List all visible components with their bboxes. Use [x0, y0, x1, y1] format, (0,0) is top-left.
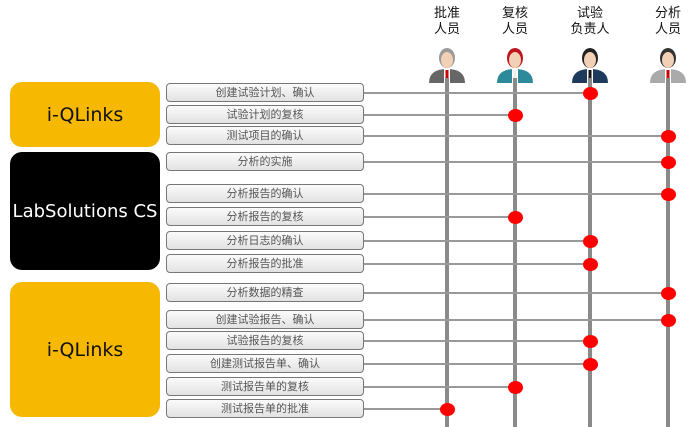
step-marker-dot [583, 358, 598, 371]
system-block-iqlinks-1: i-QLinks [10, 82, 160, 147]
connector-line [364, 92, 590, 94]
step-box: 试验报告的复核 [166, 331, 364, 350]
person-avatar-icon [427, 45, 467, 83]
step-box: 创建试验计划、确认 [166, 83, 364, 102]
person-avatar-icon [570, 45, 610, 83]
connector-line [364, 319, 668, 321]
step-marker-dot [661, 130, 676, 143]
step-box: 分析报告的确认 [166, 184, 364, 203]
role-timeline [513, 78, 517, 427]
role-timeline [666, 78, 670, 427]
step-marker-dot [583, 335, 598, 348]
connector-line [364, 263, 590, 265]
connector-line [364, 408, 447, 410]
step-marker-dot [508, 109, 523, 122]
step-box: 测试报告单的复核 [166, 377, 364, 396]
role-label: 复核人员 [501, 6, 528, 37]
step-marker-dot [508, 211, 523, 224]
role-label: 分析人员 [654, 6, 681, 37]
step-box: 分析报告的复核 [166, 207, 364, 226]
step-marker-dot [661, 287, 676, 300]
step-marker-dot [583, 235, 598, 248]
connector-line [364, 240, 590, 242]
role-timeline [445, 78, 449, 427]
step-box: 分析报告的批准 [166, 254, 364, 273]
connector-line [364, 292, 668, 294]
connector-line [364, 363, 590, 365]
connector-line [364, 340, 590, 342]
step-box: 分析数据的精查 [166, 283, 364, 302]
step-box: 分析日志的确认 [166, 231, 364, 250]
person-avatar-icon [495, 45, 535, 83]
step-box: 创建测试报告单、确认 [166, 354, 364, 373]
role-timeline [588, 78, 592, 427]
step-box: 创建试验报告、确认 [166, 310, 364, 329]
step-box: 测试项目的确认 [166, 126, 364, 145]
step-marker-dot [583, 258, 598, 271]
connector-line [364, 193, 668, 195]
role-label: 批准人员 [433, 6, 460, 37]
step-marker-dot [661, 188, 676, 201]
role-label: 试验负责人 [570, 6, 610, 37]
step-marker-dot [508, 381, 523, 394]
connector-line [364, 386, 515, 388]
step-marker-dot [583, 87, 598, 100]
step-box: 测试报告单的批准 [166, 399, 364, 418]
connector-line [364, 161, 668, 163]
person-avatar-icon [648, 45, 688, 83]
connector-line [364, 216, 515, 218]
system-block-labsolutions: LabSolutions CS [10, 152, 160, 270]
step-marker-dot [661, 314, 676, 327]
step-marker-dot [661, 156, 676, 169]
connector-line [364, 135, 668, 137]
step-marker-dot [440, 403, 455, 416]
step-box: 分析的实施 [166, 152, 364, 171]
system-block-iqlinks-2: i-QLinks [10, 282, 160, 417]
connector-line [364, 114, 515, 116]
step-box: 试验计划的复核 [166, 105, 364, 124]
